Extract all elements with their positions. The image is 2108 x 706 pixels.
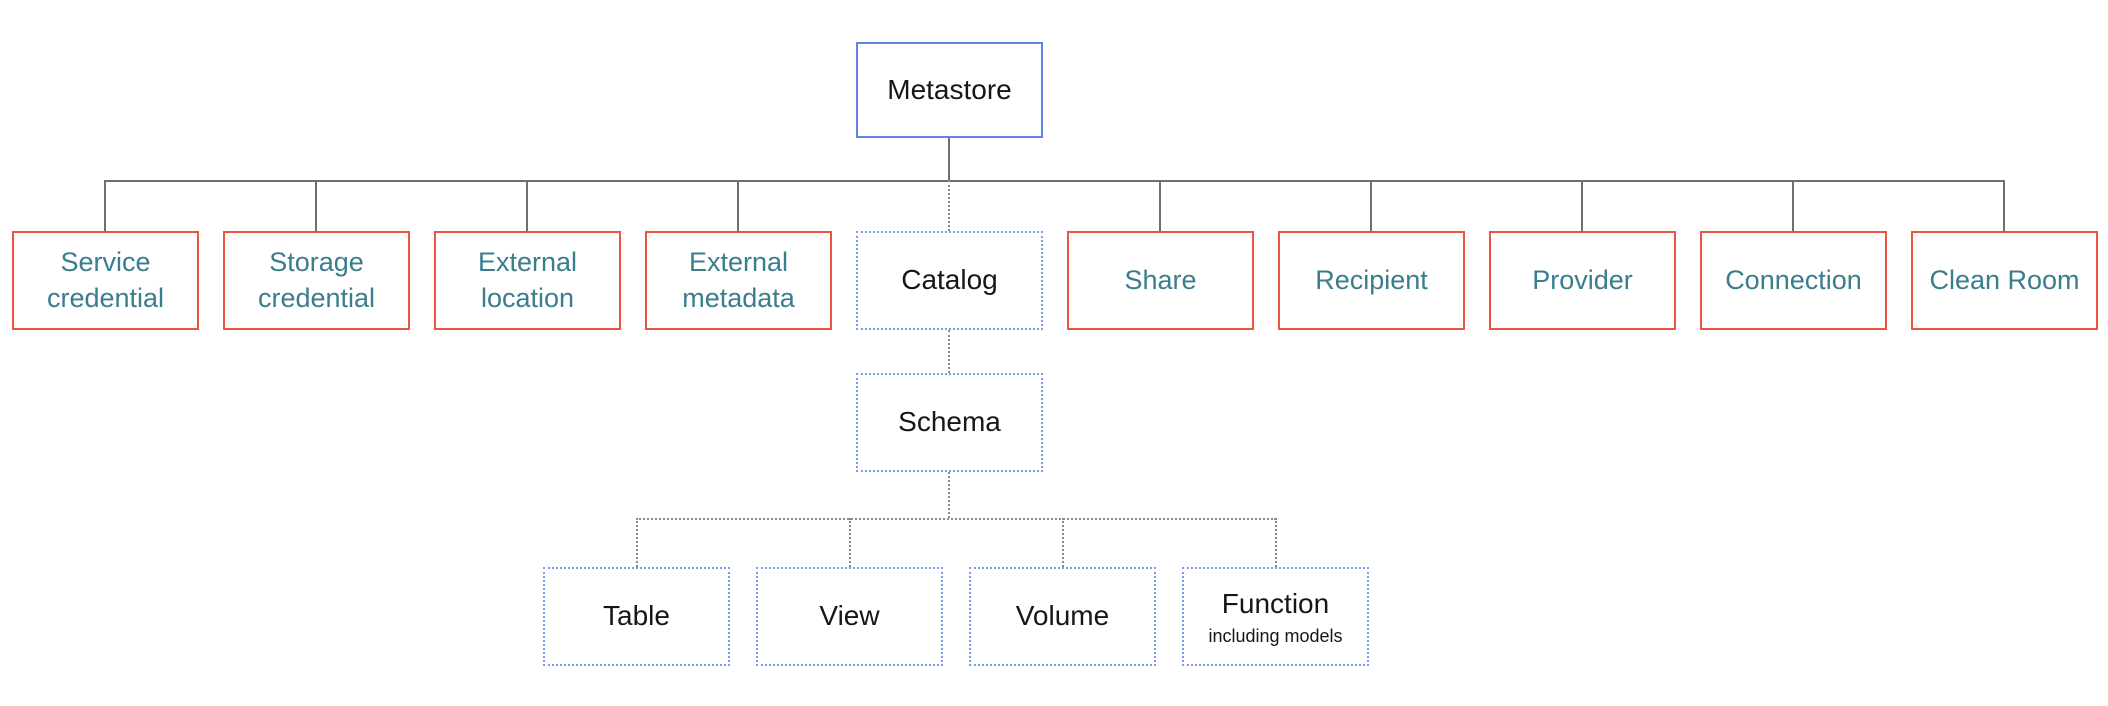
clean-room-label: Clean Room [1929,264,2080,295]
connector-drop-view [849,518,851,567]
node-share: Share [1067,231,1254,330]
storage-credential-label: Storage credential [257,246,376,313]
connector-drop-service-credential [104,180,106,231]
node-external-location: External location [434,231,621,330]
node-connection: Connection [1700,231,1887,330]
connector-drop-catalog [948,180,950,231]
connector-metastore-stem [948,138,950,180]
node-catalog: Catalog [856,231,1043,330]
node-metastore: Metastore [856,42,1043,138]
node-clean-room: Clean Room [1911,231,2098,330]
node-view: View [756,567,943,666]
share-label: Share [1124,264,1197,295]
connector-drop-clean-room [2003,180,2005,231]
table-label: Table [603,600,670,632]
connector-bus-level2 [105,180,2005,182]
catalog-label: Catalog [901,264,998,296]
connector-drop-provider [1581,180,1583,231]
schema-label: Schema [898,406,1001,438]
node-schema: Schema [856,373,1043,472]
service-credential-label: Service credential [46,246,165,313]
connection-label: Connection [1725,264,1862,295]
volume-label: Volume [1015,600,1110,632]
connector-drop-storage-credential [315,180,317,231]
connector-drop-external-metadata [737,180,739,231]
node-function: Function including models [1182,567,1369,666]
recipient-label: Recipient [1315,264,1428,295]
connector-drop-share [1159,180,1161,231]
node-external-metadata: External metadata [645,231,832,330]
provider-label: Provider [1532,264,1633,295]
connector-drop-volume [1062,518,1064,567]
connector-drop-connection [1792,180,1794,231]
node-service-credential: Service credential [12,231,199,330]
connector-drop-recipient [1370,180,1372,231]
node-provider: Provider [1489,231,1676,330]
node-volume: Volume [969,567,1156,666]
function-sublabel: including models [1208,625,1343,646]
node-table: Table [543,567,730,666]
view-label: View [819,600,880,632]
node-storage-credential: Storage credential [223,231,410,330]
connector-drop-function [1275,518,1277,567]
connector-catalog-schema [948,330,950,373]
external-metadata-label: External metadata [682,246,795,313]
function-label: Function [1221,587,1330,619]
connector-drop-external-location [526,180,528,231]
connector-drop-table [636,518,638,567]
external-location-label: External location [477,246,578,313]
node-recipient: Recipient [1278,231,1465,330]
metastore-label: Metastore [887,73,1012,105]
connector-bus-level4 [636,518,1276,520]
connector-schema-riser [948,472,950,518]
